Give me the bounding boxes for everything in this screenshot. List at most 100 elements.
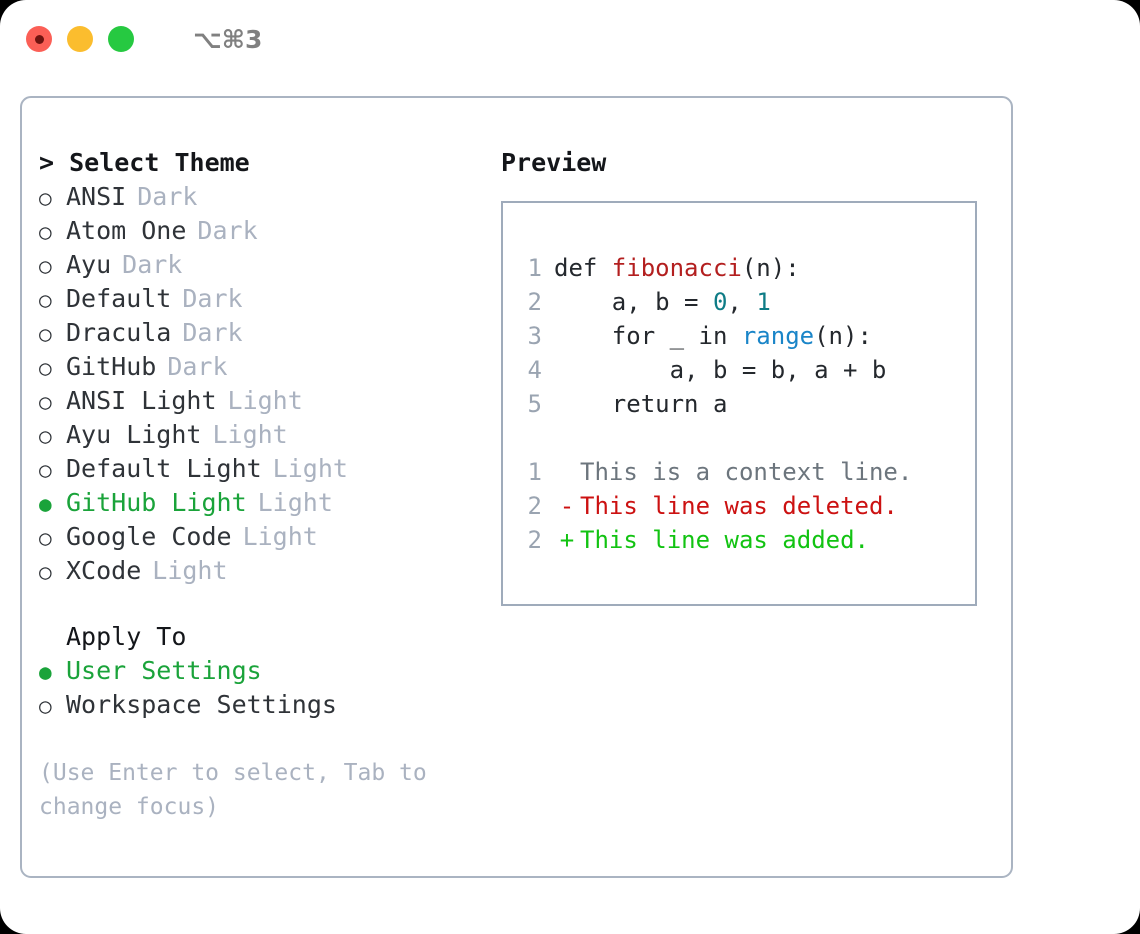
preview-title: Preview	[501, 148, 607, 177]
theme-name: GitHub Light	[66, 488, 247, 517]
theme-name: Google Code	[66, 522, 232, 551]
radio-icon[interactable]: ○	[39, 220, 52, 244]
theme-name: XCode	[66, 556, 142, 585]
line-number: 4	[527, 356, 542, 384]
code-line: 3 for _ in range(n):	[503, 319, 975, 353]
code-token: a, b =	[611, 288, 713, 316]
code-line: 1 def fibonacci(n):	[503, 251, 975, 285]
radio-icon[interactable]: ○	[39, 694, 52, 718]
theme-name: Default	[66, 284, 172, 313]
theme-name: Atom One	[66, 216, 187, 245]
code-text: for _ in range(n):	[554, 319, 872, 353]
radio-icon[interactable]: ●	[39, 492, 52, 516]
code-text: return a	[554, 387, 728, 421]
line-number: 1	[527, 254, 542, 282]
theme-item[interactable]: ● GitHub Light Light	[39, 486, 479, 520]
theme-variant: Dark	[182, 318, 243, 347]
line-number: 2	[527, 526, 542, 554]
radio-icon[interactable]: ○	[39, 356, 52, 380]
apply-to-header: Apply To	[66, 622, 187, 651]
radio-icon[interactable]: ○	[39, 186, 52, 210]
radio-icon[interactable]: ○	[39, 424, 52, 448]
code-token: (n):	[741, 254, 800, 282]
theme-item[interactable]: ○ Google Code Light	[39, 520, 479, 554]
code-token: (n):	[814, 322, 872, 350]
diff-block: 1 This is a context line.2-This line was…	[503, 455, 975, 557]
keyboard-hint: (Use Enter to select, Tab to change focu…	[39, 760, 441, 820]
code-text: a, b = 0, 1	[554, 285, 771, 319]
line-number: 1	[527, 458, 542, 486]
theme-name: Ayu Light	[66, 420, 202, 449]
theme-item[interactable]: ○ Default Light Light	[39, 452, 479, 486]
diff-line: 1 This is a context line.	[503, 455, 975, 489]
theme-item[interactable]: ○ ANSI Dark	[39, 180, 479, 214]
radio-icon[interactable]: ○	[39, 560, 52, 584]
theme-variant: Dark	[182, 284, 243, 313]
theme-variant: Dark	[137, 182, 198, 211]
theme-item[interactable]: ○ ANSI Light Light	[39, 384, 479, 418]
theme-item[interactable]: ○ GitHub Dark	[39, 350, 479, 384]
theme-name: Dracula	[66, 318, 172, 347]
code-token: a, b = b, a + b	[669, 356, 887, 384]
diff-text: This is a context line.	[580, 458, 913, 486]
preview-spacer	[503, 421, 975, 455]
theme-name: ANSI Light	[66, 386, 217, 415]
diff-marker	[554, 455, 580, 489]
minimize-button[interactable]	[67, 26, 93, 52]
theme-variant: Light	[227, 386, 303, 415]
code-text: def fibonacci(n):	[554, 251, 800, 285]
diff-text: This line was deleted.	[580, 492, 898, 520]
apply-to-section: Apply To ●User Settings ○ Workspace Settin…	[39, 620, 479, 722]
theme-variant: Dark	[167, 352, 228, 381]
shortcut-label: ⌥⌘3	[193, 24, 263, 54]
theme-name: GitHub	[66, 352, 157, 381]
title-bar: ⌥⌘3	[0, 0, 1140, 78]
theme-name: Default Light	[66, 454, 262, 483]
code-token: range	[741, 322, 815, 350]
code-line: 5 return a	[503, 387, 975, 421]
radio-icon[interactable]: ●	[39, 660, 52, 684]
theme-variant: Light	[212, 420, 288, 449]
code-token: 1	[756, 288, 771, 316]
radio-icon[interactable]: ○	[39, 458, 52, 482]
line-number: 5	[527, 390, 542, 418]
theme-item[interactable]: ○ Ayu Light Light	[39, 418, 479, 452]
theme-item[interactable]: ○ Default Dark	[39, 282, 479, 316]
code-line: 2 a, b = 0, 1	[503, 285, 975, 319]
line-number: 2	[527, 492, 542, 520]
theme-item[interactable]: ○ Dracula Dark	[39, 316, 479, 350]
radio-icon[interactable]: ○	[39, 526, 52, 550]
apply-to-option[interactable]: ●User Settings	[39, 654, 479, 688]
apply-to-option[interactable]: ○ Workspace Settings	[39, 688, 479, 722]
code-token: for _ in	[611, 322, 742, 350]
code-token: def	[554, 254, 612, 282]
theme-variant: Dark	[122, 250, 183, 279]
maximize-button[interactable]	[108, 26, 134, 52]
theme-variant: Light	[257, 488, 333, 517]
theme-item[interactable]: ○ XCode Light	[39, 554, 479, 588]
theme-variant: Light	[242, 522, 318, 551]
diff-line: 2+This line was added.	[503, 523, 975, 557]
theme-variant: Light	[152, 556, 228, 585]
theme-name: ANSI	[66, 182, 127, 211]
radio-icon[interactable]: ○	[39, 254, 52, 278]
radio-icon[interactable]: ○	[39, 322, 52, 346]
theme-variant: Light	[272, 454, 348, 483]
code-token: 0	[712, 288, 728, 316]
apply-to-label: Workspace Settings	[66, 690, 337, 719]
code-token: return a	[611, 390, 728, 418]
code-token: fibonacci	[611, 254, 742, 282]
theme-variant: Dark	[197, 216, 258, 245]
theme-item[interactable]: ○ Atom One Dark	[39, 214, 479, 248]
radio-icon[interactable]: ○	[39, 288, 52, 312]
close-button[interactable]	[26, 26, 52, 52]
radio-icon[interactable]: ○	[39, 390, 52, 414]
code-line: 4 a, b = b, a + b	[503, 353, 975, 387]
